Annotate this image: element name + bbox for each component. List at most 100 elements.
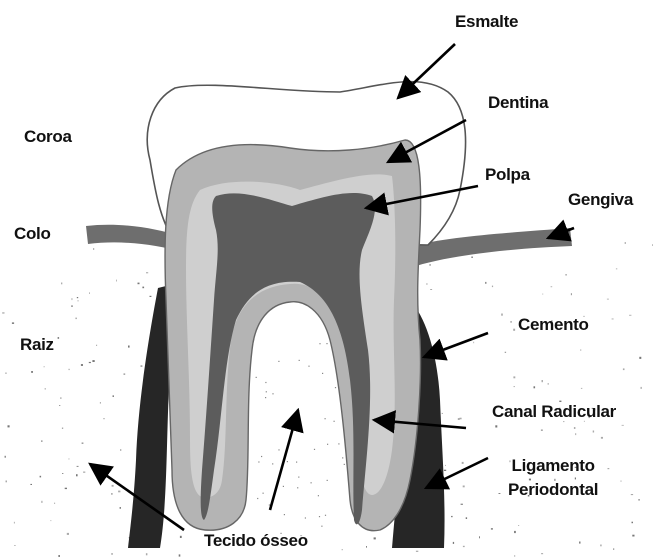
bone-speckle [100, 402, 101, 403]
bone-speckle [45, 388, 46, 390]
bone-speckle [77, 300, 78, 301]
bone-speckle [8, 425, 10, 427]
bone-speckle [72, 298, 73, 300]
label-canal-radicular: Canal Radicular [492, 402, 616, 422]
bone-speckle [579, 542, 580, 544]
bone-speckle [77, 466, 79, 467]
label-ligamento-line2: Periodontal [508, 480, 598, 500]
bone-speckle [180, 536, 182, 538]
bone-speckle [505, 352, 506, 353]
bone-speckle [319, 343, 320, 344]
bone-speckle [5, 373, 7, 374]
bone-speckle [581, 388, 582, 389]
bone-speckle [297, 487, 298, 488]
bone-speckle [631, 494, 633, 495]
bone-speckle [141, 365, 143, 367]
bone-speckle [629, 315, 631, 316]
bone-speckle [601, 437, 603, 439]
bone-speckle [325, 515, 326, 516]
bone-speckle [565, 274, 567, 275]
bone-speckle [513, 329, 515, 331]
label-gengiva: Gengiva [568, 190, 633, 210]
bone-speckle [325, 418, 326, 419]
bone-speckle [499, 493, 501, 494]
bone-speckle [261, 456, 262, 457]
bone-speckle [258, 461, 259, 462]
bone-speckle [542, 380, 543, 382]
bone-speckle [638, 499, 640, 501]
bone-speckle [466, 517, 467, 519]
bone-speckle [514, 531, 516, 533]
label-coroa: Coroa [24, 127, 72, 147]
bone-speckle [59, 405, 60, 406]
bone-speckle [296, 462, 297, 463]
bone-speckle [571, 293, 572, 295]
bone-speckle [473, 342, 474, 344]
bone-speckle [514, 555, 515, 557]
arrow-tecido-center [270, 410, 298, 510]
bone-speckle [58, 337, 60, 339]
bone-speckle [103, 418, 105, 419]
bone-speckle [616, 268, 617, 269]
bone-speckle [513, 376, 515, 378]
bone-speckle [575, 433, 576, 435]
bone-speckle [2, 312, 4, 313]
bone-speckle [319, 516, 320, 517]
label-esmalte: Esmalte [455, 12, 518, 32]
bone-speckle [96, 345, 97, 346]
bone-speckle [120, 449, 121, 451]
bone-speckle [298, 477, 299, 478]
bone-speckle [41, 501, 42, 503]
bone-speckle [625, 242, 626, 244]
bone-speckle [374, 537, 376, 539]
bone-speckle [113, 395, 115, 397]
bone-speckle [444, 470, 446, 471]
bone-speckle [89, 362, 91, 363]
bone-speckle [445, 465, 446, 466]
bone-speckle [256, 377, 257, 378]
bone-speckle [124, 373, 126, 375]
bone-speckle [471, 257, 472, 259]
bone-speckle [485, 282, 486, 284]
bone-speckle [491, 528, 493, 529]
bone-speckle [510, 321, 512, 322]
bone-speckle [61, 397, 62, 399]
bone-speckle [311, 482, 312, 483]
bone-speckle [534, 386, 536, 388]
bone-speckle [294, 414, 295, 415]
bone-speckle [518, 525, 519, 526]
periodontal-ligament-left [128, 285, 172, 548]
label-polpa: Polpa [485, 165, 530, 185]
bone-speckle [111, 493, 113, 495]
bone-speckle [272, 393, 273, 394]
bone-speckle [62, 473, 63, 474]
bone-speckle [462, 462, 464, 464]
bone-speckle [269, 504, 270, 505]
bone-speckle [77, 297, 78, 298]
bone-speckle [40, 476, 42, 478]
bone-speckle [266, 391, 267, 392]
bone-speckle [278, 449, 279, 450]
bone-speckle [580, 350, 581, 351]
bone-speckle [116, 280, 117, 282]
bone-speckle [89, 292, 90, 294]
label-cemento: Cemento [518, 315, 589, 335]
bone-speckle [327, 444, 328, 445]
bone-speckle [342, 457, 343, 458]
bone-speckle [495, 425, 497, 427]
bone-speckle [92, 360, 94, 362]
bone-speckle [146, 272, 148, 273]
bone-speckle [12, 322, 14, 324]
bone-speckle [14, 545, 16, 546]
bone-speckle [93, 248, 94, 249]
label-dentina: Dentina [488, 93, 548, 113]
bone-speckle [514, 386, 515, 387]
bone-speckle [314, 449, 315, 450]
bone-speckle [593, 431, 594, 433]
bone-speckle [75, 318, 77, 320]
bone-speckle [299, 360, 300, 361]
bone-speckle [305, 517, 306, 518]
bone-speckle [81, 364, 83, 366]
label-ligamento-periodontal: Ligamento Periodontal [508, 456, 598, 499]
